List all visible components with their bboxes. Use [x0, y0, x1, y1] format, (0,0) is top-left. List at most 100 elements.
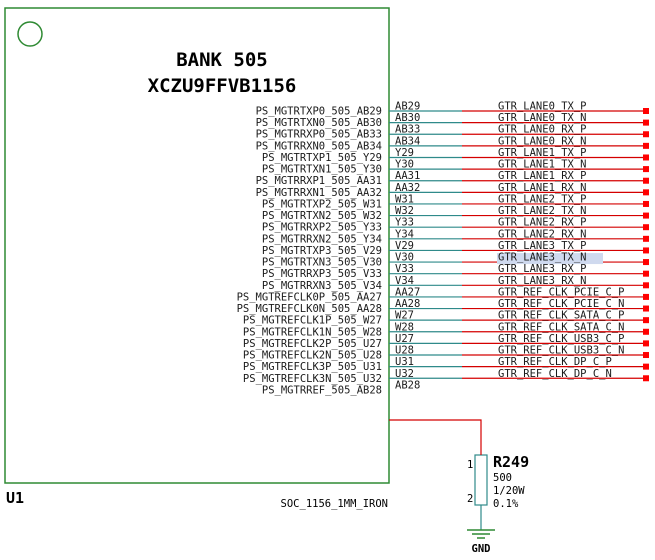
net-port-marker[interactable] [643, 305, 649, 312]
resistor-pin1-label: 1 [467, 459, 473, 471]
pin-row[interactable]: PS_MGTRTXN2_505_W32 GTR_LANE2_TX_N W32 [262, 205, 649, 222]
net-highlight [497, 253, 603, 265]
pin-name: PS_MGTREFCLK3P_505_U31 [243, 361, 382, 373]
pin-number: AA31 [395, 170, 420, 182]
resistor-body[interactable] [474, 454, 488, 506]
net-port-marker[interactable] [643, 177, 649, 184]
pin-number: W27 [395, 310, 414, 322]
pin-name: PS_MGTRTXN2_505_W32 [262, 210, 382, 222]
pin-name: PS_MGTRTXN3_505_V30 [262, 257, 382, 269]
net-label: GTR_LANE2_RX_P [498, 217, 587, 229]
pin-name: PS_MGTRRXP2_505_Y33 [262, 222, 382, 234]
resistor-ref: R249 [493, 453, 529, 471]
part-number: XCZU9FFVB1156 [148, 75, 297, 97]
pin-name: PS_MGTRRXN3_505_V34 [262, 280, 382, 292]
pin-number: W32 [395, 205, 414, 217]
net-label: GTR_REF_CLK_PCIE_C_N [498, 298, 624, 310]
pin-name: PS_MGTRRXN2_505_Y34 [262, 233, 382, 245]
pin-number: AB28 [395, 379, 420, 391]
net-port-marker[interactable] [643, 352, 649, 359]
net-port-marker[interactable] [643, 328, 649, 335]
net-port-marker[interactable] [643, 119, 649, 126]
net-label: GTR_LANE3_TX_N [498, 252, 587, 264]
net-port-marker[interactable] [643, 293, 649, 300]
pin-name: PS_MGTRRXN0_505_AB34 [256, 140, 382, 152]
pin-row[interactable]: PS_MGTREFCLK3P_505_U31 GTR_REF_CLK_DP_C_P… [243, 356, 649, 373]
net-port-marker[interactable] [643, 200, 649, 207]
component-body[interactable] [4, 7, 390, 484]
net-label: GTR_REF_CLK_DP_C_N [498, 368, 612, 380]
pin-name: PS_MGTREFCLK0N_505_AA28 [237, 303, 382, 315]
net-port-marker[interactable] [643, 108, 649, 114]
pin-number: V34 [395, 275, 414, 287]
net-label: GTR_REF_CLK_SATA_C_P [498, 310, 624, 322]
pin-row[interactable]: PS_MGTREFCLK0N_505_AA28 GTR_REF_CLK_PCIE_… [237, 298, 649, 315]
net-port-marker[interactable] [643, 270, 649, 277]
net-port-marker[interactable] [643, 224, 649, 231]
pin-number: Y29 [395, 147, 414, 159]
resistor-r249[interactable]: 1 2 R249 500 1/20W 0.1% [467, 453, 529, 510]
pin-number: AB29 [395, 101, 420, 113]
net-port-marker[interactable] [643, 375, 649, 382]
pin-number: AB30 [395, 112, 420, 124]
net-port-marker[interactable] [643, 154, 649, 161]
pin-number: AA28 [395, 298, 420, 310]
net-label: GTR_LANE1_TX_N [498, 159, 587, 171]
net-port-marker[interactable] [643, 317, 649, 324]
net-port-marker[interactable] [643, 340, 649, 347]
net-port-marker[interactable] [643, 212, 649, 219]
resistor-tolerance: 0.1% [493, 498, 519, 510]
net-port-marker[interactable] [643, 131, 649, 138]
pin-row[interactable]: PS_MGTREFCLK2N_505_U28 GTR_REF_CLK_USB3_C… [243, 345, 649, 362]
net-port-marker[interactable] [643, 259, 649, 266]
net-port-marker[interactable] [643, 363, 649, 370]
pin-number: Y34 [395, 228, 414, 240]
pin-number: AB34 [395, 135, 420, 147]
net-port-marker[interactable] [643, 189, 649, 196]
net-port-marker[interactable] [643, 142, 649, 149]
net-port-marker[interactable] [643, 247, 649, 254]
pin-number: U28 [395, 345, 414, 357]
pin-name: PS_MGTREFCLK2N_505_U28 [243, 350, 382, 362]
pin-number: Y30 [395, 159, 414, 171]
pin-row[interactable]: PS_MGTRRXN0_505_AB34 GTR_LANE0_RX_N AB34 [256, 135, 649, 152]
net-label: GTR_REF_CLK_USB3_C_N [498, 345, 624, 357]
resistor-value: 500 [493, 472, 512, 484]
pin-number: U32 [395, 368, 414, 380]
pin-name: PS_MGTRTXP1_505_Y29 [262, 152, 382, 164]
net-label: GTR_LANE3_TX_P [498, 240, 587, 252]
pin-number: V33 [395, 263, 414, 275]
net-port-marker[interactable] [643, 282, 649, 289]
net-label: GTR_LANE0_RX_N [498, 135, 587, 147]
net-port-marker[interactable] [643, 235, 649, 242]
net-label: GTR_REF_CLK_DP_C_P [498, 356, 612, 368]
ground-label: GND [472, 543, 491, 555]
net-port-marker[interactable] [643, 166, 649, 173]
net-label: GTR_LANE0_TX_P [498, 101, 587, 113]
pin-name: PS_MGTRRXN1_505_AA32 [256, 187, 382, 199]
net-label: GTR_LANE1_RX_P [498, 170, 587, 182]
net-label: GTR_LANE0_RX_P [498, 124, 587, 136]
net-label: GTR_LANE2_TX_N [498, 205, 587, 217]
net-label: GTR_LANE0_TX_N [498, 112, 587, 124]
